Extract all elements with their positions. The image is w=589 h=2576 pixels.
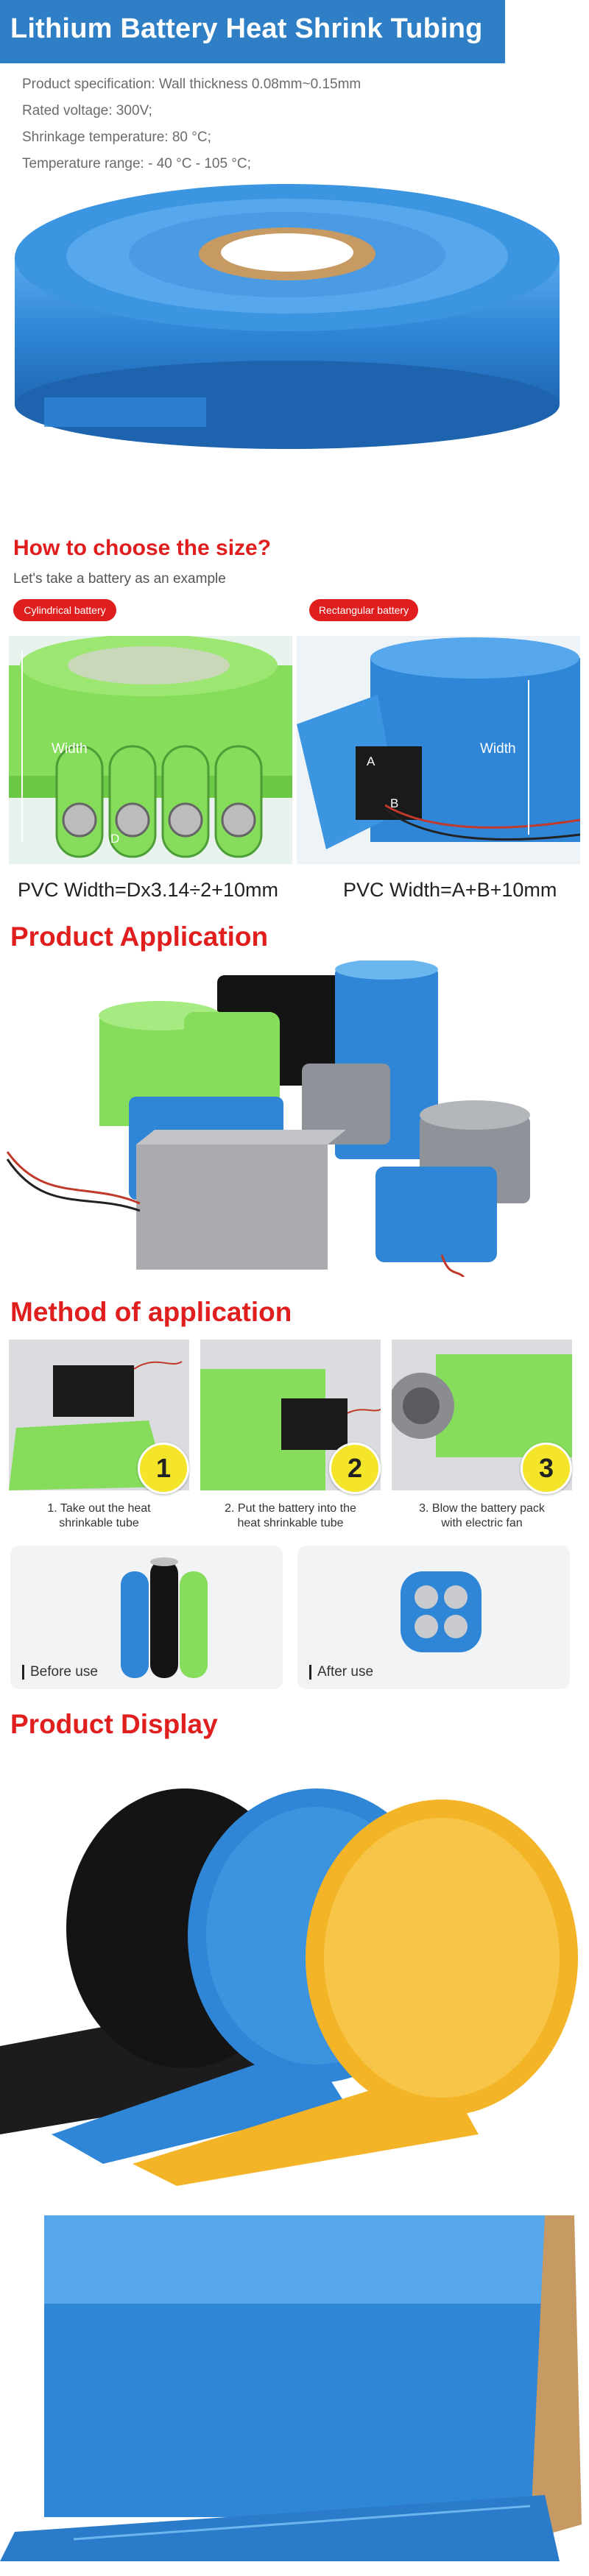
after-use-card: After use — [297, 1546, 570, 1689]
application-heading: Product Application — [10, 921, 269, 952]
step-3-caption-line2: with electric fan — [441, 1517, 523, 1529]
before-use-batteries-image — [121, 1557, 208, 1678]
display-heading: Product Display — [10, 1709, 218, 1739]
rect-formula: PVC Width=A+B+10mm — [343, 879, 557, 901]
size-heading: How to choose the size? — [13, 536, 272, 560]
cyl-formula: PVC Width=Dx3.14÷2+10mm — [18, 879, 278, 901]
step-2-badge: 2 — [329, 1443, 381, 1494]
method-heading: Method of application — [10, 1297, 292, 1327]
step-1-badge: 1 — [138, 1443, 189, 1494]
step-3-caption: 3. Blow the battery pack with electric f… — [392, 1501, 572, 1531]
before-use-card: Before use — [10, 1546, 283, 1689]
rect-a-label: A — [367, 754, 375, 768]
step-1-image — [9, 1340, 189, 1490]
step-1-caption-line2: shrinkable tube — [59, 1517, 139, 1529]
step-1-caption-line1: 1. Take out the heat — [47, 1502, 151, 1515]
title-bar — [0, 0, 505, 63]
page-title: Lithium Battery Heat Shrink Tubing — [10, 13, 483, 44]
after-use-battery-pack-image — [401, 1571, 482, 1652]
rectangular-battery-image — [297, 636, 580, 864]
rect-b-label: B — [390, 796, 399, 810]
spec-temp-range: Temperature range: - 40 °C - 105 °C; — [22, 156, 251, 171]
product-display-image — [0, 1752, 589, 2186]
spec-voltage: Rated voltage: 300V; — [22, 103, 152, 118]
rectangular-battery-badge: Rectangular battery — [309, 599, 418, 621]
rect-width-label: Width — [480, 741, 516, 757]
size-subtitle: Let's take a battery as an example — [13, 571, 226, 587]
step-3-caption-line1: 3. Blow the battery pack — [419, 1502, 545, 1515]
spec-shrink-temp: Shrinkage temperature: 80 °C; — [22, 130, 211, 145]
hero-blue-roll-image — [15, 184, 560, 449]
cyl-width-label: Width — [52, 741, 88, 757]
blue-tube-closeup-image — [0, 2215, 589, 2561]
cylindrical-battery-badge: Cylindrical battery — [13, 599, 116, 621]
spec-thickness: Product specification: Wall thickness 0.… — [22, 77, 361, 92]
step-1-caption: 1. Take out the heat shrinkable tube — [9, 1501, 189, 1531]
step-2-caption-line2: heat shrinkable tube — [237, 1517, 344, 1529]
cylindrical-battery-image — [9, 636, 292, 864]
step-3-badge: 3 — [521, 1443, 572, 1494]
after-use-label: After use — [309, 1665, 373, 1680]
step-2-caption-line1: 2. Put the battery into the — [225, 1502, 356, 1515]
product-application-image — [6, 960, 530, 1277]
before-use-label: Before use — [22, 1665, 98, 1680]
step-2-caption: 2. Put the battery into the heat shrinka… — [200, 1501, 381, 1531]
cyl-d-label: D — [110, 832, 120, 846]
